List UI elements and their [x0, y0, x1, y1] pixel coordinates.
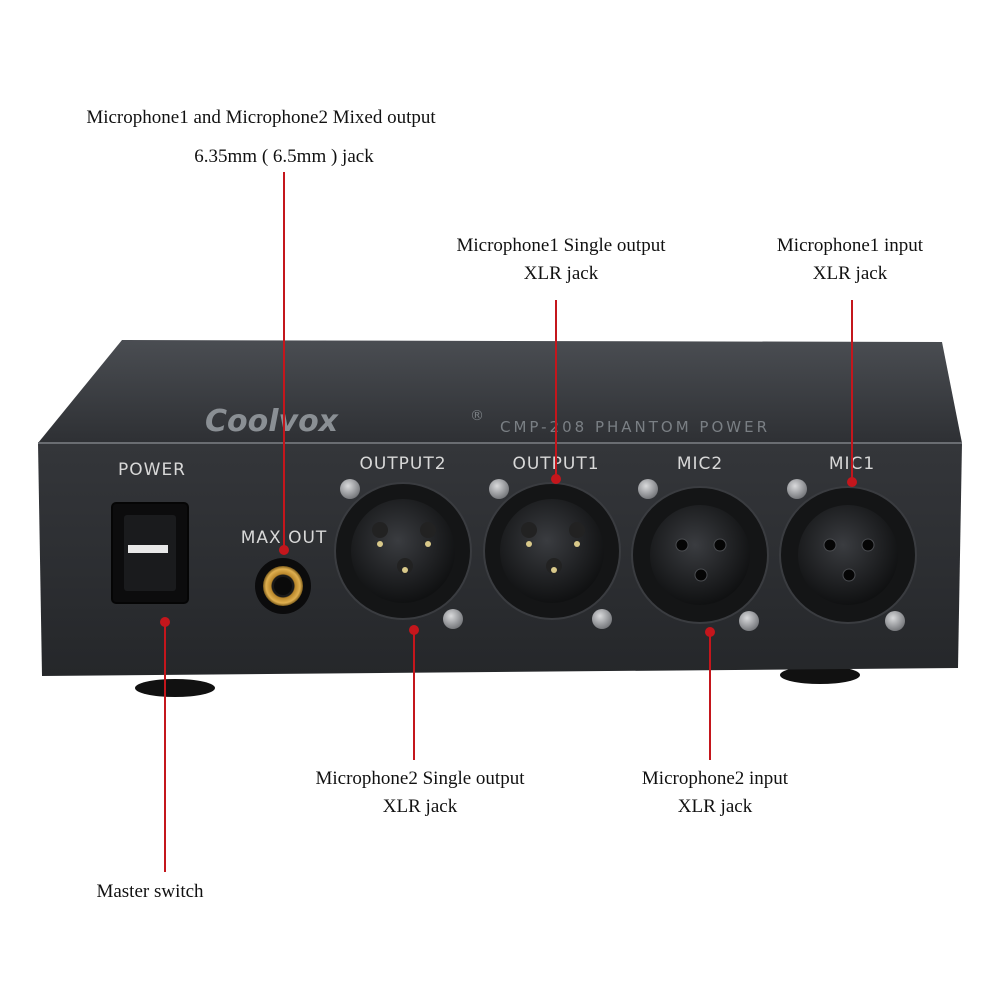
output2-label: OUTPUT2: [359, 454, 446, 474]
mic2-input-callout: Microphone2 input XLR jack: [620, 765, 810, 821]
screws: [340, 479, 905, 631]
mixed-output-jack-size: 6.35mm ( 6.5mm ) jack: [150, 143, 418, 171]
output2-xlr-jack[interactable]: [334, 482, 472, 620]
master-switch-callout: Master switch: [80, 878, 220, 906]
power-label: POWER: [118, 460, 186, 480]
power-switch[interactable]: [111, 502, 189, 604]
mixed-output-callout: Microphone1 and Microphone2 Mixed output: [48, 104, 474, 132]
mic2-label: MIC2: [677, 454, 723, 474]
mic1-input-title: Microphone1 input: [776, 235, 924, 256]
device-top-surface: [38, 340, 962, 443]
mic1-single-output-callout: Microphone1 Single output XLR jack: [430, 232, 692, 288]
mic2-single-output-title: Microphone2 Single output: [315, 768, 525, 789]
mixed-output-title: Microphone1 and Microphone2 Mixed output: [86, 107, 436, 128]
mic1-input-subtitle: XLR jack: [812, 263, 888, 284]
left-foot: [135, 679, 215, 697]
mic1-xlr-jack[interactable]: [779, 486, 917, 624]
mic1-single-output-title: Microphone1 Single output: [456, 235, 666, 256]
max-out-jack[interactable]: [255, 558, 311, 614]
registered-mark: ®: [470, 408, 487, 424]
model-label: CMP-208 PHANTOM POWER: [500, 418, 770, 436]
mic2-input-title: Microphone2 input: [641, 768, 789, 789]
mic1-input-callout: Microphone1 input XLR jack: [755, 232, 945, 288]
mic2-input-subtitle: XLR jack: [677, 796, 753, 817]
right-foot: [780, 666, 860, 684]
mixed-output-subtitle: 6.35mm ( 6.5mm ) jack: [194, 146, 374, 167]
callout-lines: [160, 172, 857, 872]
mic1-single-output-subtitle: XLR jack: [523, 263, 599, 284]
mic2-xlr-jack[interactable]: [631, 486, 769, 624]
brand-logo: Coolvox: [205, 404, 340, 439]
master-switch-title: Master switch: [96, 881, 204, 902]
mic2-single-output-callout: Microphone2 Single output XLR jack: [288, 765, 552, 821]
output1-xlr-jack[interactable]: [483, 482, 621, 620]
mic2-single-output-subtitle: XLR jack: [382, 796, 458, 817]
